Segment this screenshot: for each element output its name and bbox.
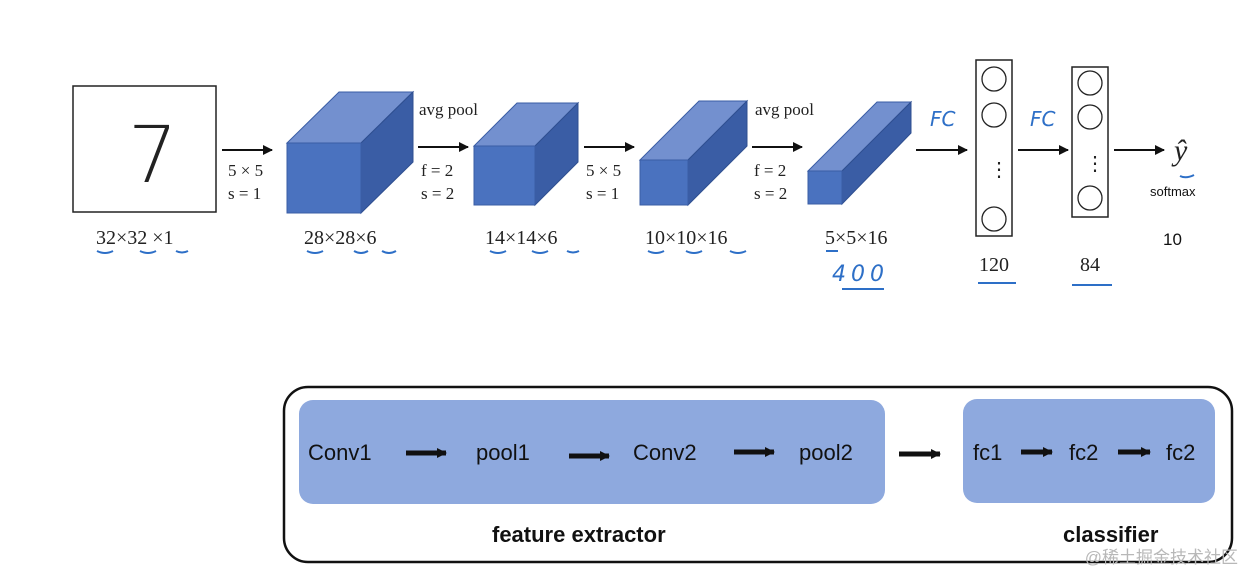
conv1-stride: s = 1: [228, 184, 261, 203]
conv2-dims: 10×10×16: [645, 227, 728, 249]
input-dims: 32×32 ×1: [96, 227, 174, 249]
fc2-dots: ⋮: [1085, 153, 1105, 175]
step-fc1: fc1: [973, 440, 1002, 465]
fc1-neuron: [981, 66, 1007, 92]
fc1-neuron: [981, 206, 1007, 232]
step-conv2: Conv2: [633, 440, 697, 465]
input-dims-underline: [96, 250, 189, 254]
pool1-title: avg pool: [419, 100, 478, 119]
pool1-dims: 14×14×6: [485, 227, 558, 249]
fc1-size: 120: [979, 254, 1009, 276]
feature-extractor-label: feature extractor: [492, 522, 666, 547]
output-size: 10: [1163, 230, 1182, 249]
conv1-dims: 28×28×6: [304, 227, 377, 249]
conv1-size: 5 × 5: [228, 161, 263, 180]
pool2-dims: 5×5×16: [825, 227, 888, 249]
step-fc3: fc2: [1166, 440, 1195, 465]
pool2-f: f = 2: [754, 161, 786, 180]
fc1-dots: ⋮: [989, 159, 1009, 181]
pool2-volume: [806, 100, 913, 206]
fc2-layer: ⋮: [1071, 66, 1109, 218]
pool1-s: s = 2: [421, 184, 454, 203]
output-symbol: ŷ: [1171, 134, 1188, 167]
step-conv1: Conv1: [308, 440, 372, 465]
fc1-layer: ⋮: [975, 59, 1013, 237]
fc2-handwritten: FC: [1030, 107, 1056, 131]
fc1-neuron: [981, 102, 1007, 128]
conv1-volume: [285, 90, 415, 215]
classifier-pill: [963, 399, 1215, 503]
conv2-dims-underline: [647, 250, 747, 254]
conv1-dims-underline: [306, 250, 397, 254]
fc1-handwritten: FC: [930, 107, 956, 131]
conv2-size: 5 × 5: [586, 161, 621, 180]
input-image: 7: [72, 85, 217, 213]
pool2-s: s = 2: [754, 184, 787, 203]
pool1-f: f = 2: [421, 161, 453, 180]
fc2-neuron: [1077, 70, 1103, 96]
input-digit: 7: [128, 111, 178, 201]
pool1-dims-underline: [489, 250, 580, 254]
fc2-neuron: [1077, 185, 1103, 211]
step-pool1: pool1: [476, 440, 530, 465]
watermark: @稀土掘金技术社区: [1085, 548, 1238, 567]
fc2-size: 84: [1080, 254, 1100, 276]
classifier-label: classifier: [1063, 522, 1159, 547]
output-underline: [1179, 174, 1195, 179]
feature-extractor-pill: [299, 400, 885, 504]
pool2-title: avg pool: [755, 100, 814, 119]
conv2-volume: [638, 99, 749, 207]
step-fc2: fc2: [1069, 440, 1098, 465]
step-pool2: pool2: [799, 440, 853, 465]
conv2-stride: s = 1: [586, 184, 619, 203]
flatten-handwritten: 400: [832, 262, 889, 287]
pool1-volume: [472, 101, 580, 207]
output-activation: softmax: [1150, 184, 1196, 199]
fc2-neuron: [1077, 104, 1103, 130]
